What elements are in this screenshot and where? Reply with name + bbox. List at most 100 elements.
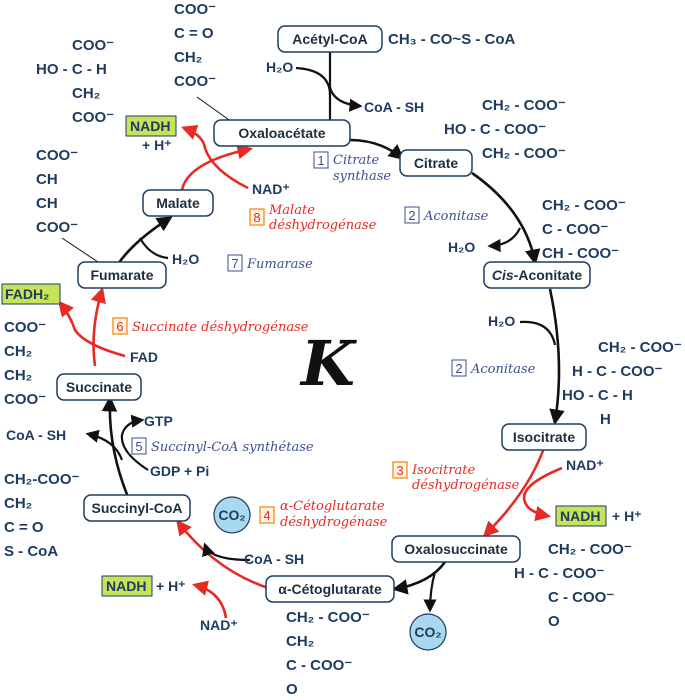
formula-fumarate: COO⁻ CH CH COO⁻: [36, 147, 78, 236]
svg-text:C = O: C = O: [174, 25, 214, 42]
svg-text:α-Cétoglutarate: α-Cétoglutarate: [278, 581, 382, 597]
svg-text:déshydrogénase: déshydrogénase: [412, 478, 520, 493]
svg-text:5: 5: [135, 439, 142, 454]
node-acetyl-coa[interactable]: Acétyl-CoA: [277, 25, 383, 53]
node-malate[interactable]: Malate: [142, 189, 214, 217]
svg-text:Isocitrate: Isocitrate: [513, 429, 575, 445]
svg-text:Succinate: Succinate: [66, 379, 132, 395]
enzyme-7: 7 Fumarase: [227, 254, 313, 272]
arrow-coash-out-step1: [328, 87, 363, 112]
arrow-fad-to-fadh2: [58, 300, 126, 358]
svg-text:H - C - COO⁻: H - C - COO⁻: [572, 363, 662, 380]
h2o-out-step2: H₂O: [448, 239, 475, 255]
node-isocitrate[interactable]: Isocitrate: [501, 423, 587, 451]
formula-oxaloacetate: COO⁻ C = O CH₂ COO⁻: [174, 1, 216, 90]
svg-text:C - COO⁻: C - COO⁻: [542, 221, 608, 238]
svg-text:7: 7: [231, 256, 238, 271]
svg-text:H: H: [600, 411, 611, 428]
svg-text:COO⁻: COO⁻: [72, 109, 114, 126]
svg-text:HO - C - H: HO - C - H: [36, 61, 107, 78]
svg-text:COO⁻: COO⁻: [174, 1, 216, 18]
nad-step3: NAD⁺: [566, 457, 604, 473]
svg-text:COO⁻: COO⁻: [36, 219, 78, 236]
svg-text:O: O: [286, 681, 298, 698]
arrow-cis-aconitate-to-isocitrate: [548, 288, 565, 426]
nad-step8: NAD⁺: [252, 181, 290, 197]
svg-text:COO⁻: COO⁻: [4, 391, 46, 408]
node-boxes: Acétyl-CoA Oxaloacétate Citrate Cis-Acon…: [56, 25, 591, 603]
svg-text:CH₂ - COO⁻: CH₂ - COO⁻: [286, 609, 370, 626]
node-alpha-ketoglutarate[interactable]: α-Cétoglutarate: [265, 575, 395, 603]
enzyme-4: 4 α-Cétoglutarate déshydrogénase: [259, 499, 388, 530]
svg-text:déshydrogénase: déshydrogénase: [280, 515, 388, 530]
svg-text:H - C - COO⁻: H - C - COO⁻: [514, 565, 604, 582]
svg-text:CH₂: CH₂: [4, 367, 32, 384]
arrow-co2-coash-step4: [202, 542, 251, 562]
gtp-step5: GTP: [144, 413, 173, 429]
svg-text:2: 2: [455, 361, 462, 376]
svg-text:CH₂ - COO⁻: CH₂ - COO⁻: [548, 541, 632, 558]
svg-text:CH₂ - COO⁻: CH₂ - COO⁻: [542, 197, 626, 214]
formula-succinyl-coa: CH₂-COO⁻ CH₂ C = O S - CoA: [4, 471, 79, 560]
node-fumarate[interactable]: Fumarate: [77, 261, 167, 289]
redox-arrows: [58, 124, 563, 619]
node-oxalosuccinate[interactable]: Oxalosuccinate: [391, 535, 521, 563]
node-citrate[interactable]: Citrate: [399, 149, 473, 177]
cofactors: H₂O CoA - SH H₂O H₂O NAD⁺ CoA - SH NAD⁺ …: [1, 59, 642, 651]
arrow-isocitrate-to-oxalosuccinate: [482, 444, 547, 538]
svg-text:6: 6: [116, 319, 123, 334]
gdp-pi-step5: GDP + Pi: [150, 463, 209, 479]
svg-text:C - COO⁻: C - COO⁻: [548, 589, 614, 606]
svg-text:Aconitase: Aconitase: [423, 209, 489, 224]
svg-text:Acétyl-CoA: Acétyl-CoA: [292, 31, 367, 47]
svg-text:CH - COO⁻: CH - COO⁻: [542, 245, 619, 262]
node-cis-aconitate[interactable]: Cis-Aconitate: [483, 261, 591, 289]
arrow-malate-to-oxaloacetate: [180, 143, 254, 191]
svg-text:Malate: Malate: [268, 203, 315, 218]
arrow-fumarate-to-malate: [116, 216, 173, 265]
svg-text:2: 2: [408, 208, 415, 223]
svg-text:Oxaloacétate: Oxaloacétate: [238, 125, 325, 141]
coash-step4: CoA - SH: [244, 551, 304, 567]
formula-oxalosuccinate: CH₂ - COO⁻ H - C - COO⁻ C - COO⁻ O: [514, 541, 632, 630]
svg-text:3: 3: [396, 463, 403, 478]
diagram-title: K: [299, 327, 357, 400]
enzyme-5: 5 Succinyl-CoA synthétase: [131, 437, 314, 455]
formula-isocitrate: CH₂ - COO⁻ H - C - COO⁻ HO - C - H H: [562, 339, 682, 428]
formula-cis-aconitate: CH₂ - COO⁻ C - COO⁻ CH - COO⁻: [542, 197, 626, 262]
arrow-ketoglutarate-to-succinylcoa: [176, 519, 269, 590]
node-oxaloacetate[interactable]: Oxaloacétate: [213, 119, 351, 147]
svg-text:synthase: synthase: [333, 169, 391, 184]
co2-step3: CO₂: [414, 624, 441, 640]
svg-text:Oxalosuccinate: Oxalosuccinate: [404, 541, 508, 557]
svg-text:CH₂: CH₂: [72, 85, 100, 102]
svg-text:CH₂ - COO⁻: CH₂ - COO⁻: [482, 145, 566, 162]
node-succinyl-coa[interactable]: Succinyl-CoA: [83, 494, 191, 522]
h-plus-step3: + H⁺: [612, 508, 642, 524]
arrow-nad-to-nadh-step4: [191, 580, 228, 619]
svg-text:HO - C - COO⁻: HO - C - COO⁻: [444, 121, 546, 138]
nadh-step3: NADH: [560, 508, 600, 524]
svg-text:C = O: C = O: [4, 519, 44, 536]
arrow-succinate-to-fumarate: [90, 287, 106, 367]
svg-text:COO⁻: COO⁻: [36, 147, 78, 164]
svg-text:COO⁻: COO⁻: [4, 319, 46, 336]
arrow-nad-to-nadh-step8: [181, 124, 249, 190]
svg-text:Succinate déshydrogénase: Succinate déshydrogénase: [132, 320, 309, 335]
enzyme-2a: 2 Aconitase: [404, 206, 489, 224]
arrow-co2-out-step3: [423, 571, 437, 613]
nad-step4: NAD⁺: [200, 617, 238, 633]
arrow-gtp-step5: [120, 414, 149, 471]
formula-succinate: COO⁻ CH₂ CH₂ COO⁻: [4, 319, 46, 408]
svg-text:1: 1: [317, 153, 324, 168]
svg-text:S - CoA: S - CoA: [4, 543, 58, 560]
svg-text:CH₂: CH₂: [4, 495, 32, 512]
node-succinate[interactable]: Succinate: [56, 373, 142, 401]
svg-text:4: 4: [263, 508, 270, 523]
arrow-h2o-in-step1: [295, 66, 332, 96]
arrow-h2o-out-step2: [487, 227, 521, 253]
svg-text:Aconitase: Aconitase: [470, 362, 536, 377]
svg-text:CH₃ - CO~S - CoA: CH₃ - CO~S - CoA: [388, 31, 516, 48]
